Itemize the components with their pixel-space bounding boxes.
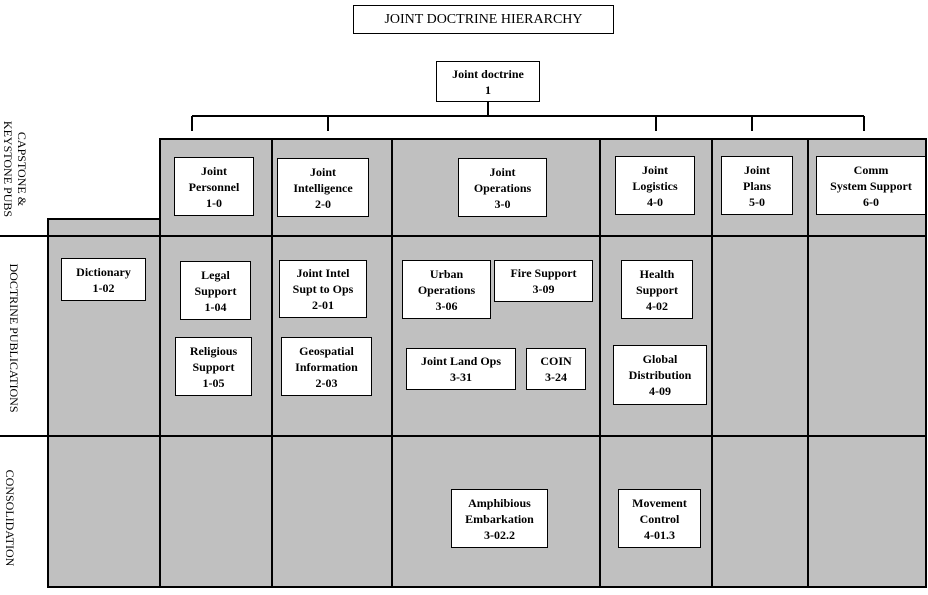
keystone-row-stub xyxy=(47,218,161,237)
row-label-doctrine: DOCTRINE PUBLICATIONS xyxy=(7,263,21,413)
node-number: 1 xyxy=(485,82,491,97)
row-label-capstone: CAPSTONE & KEYSTONE PUBS xyxy=(1,120,29,218)
diagram-title: JOINT DOCTRINE HIERARCHY xyxy=(353,5,614,34)
root-node: Joint doctrine 1 xyxy=(436,61,540,102)
node-label: Joint doctrine xyxy=(452,66,524,81)
row-label-consolidation: CONSOLIDATION xyxy=(3,469,17,567)
